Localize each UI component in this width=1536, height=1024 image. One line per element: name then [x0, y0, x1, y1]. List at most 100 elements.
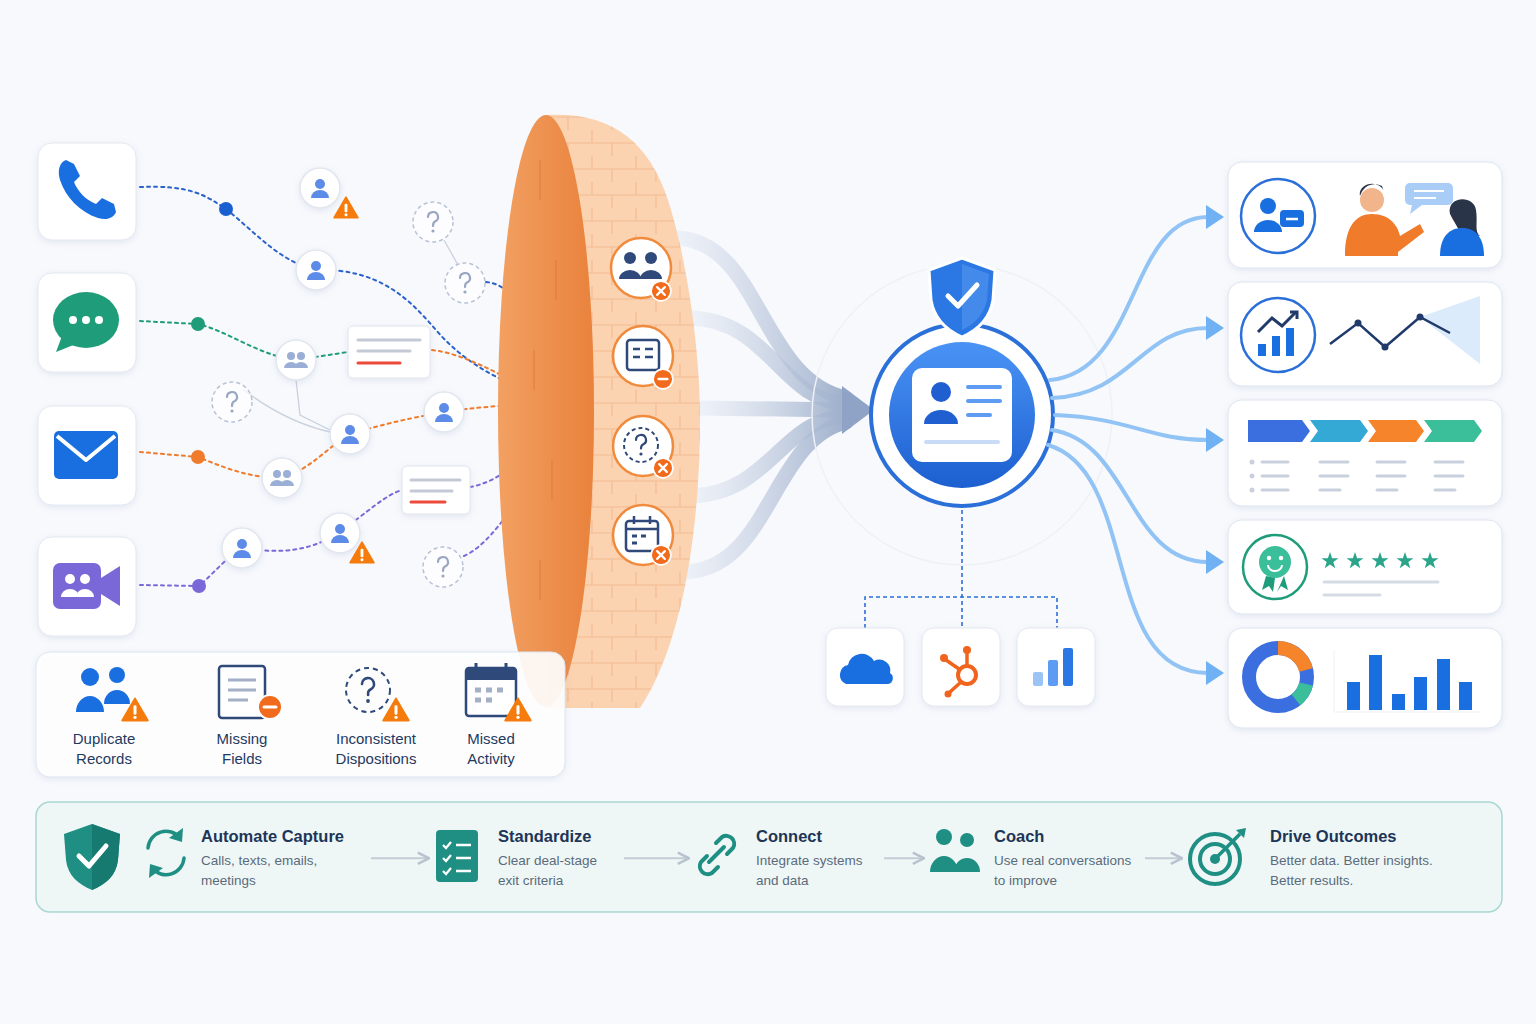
satisfaction-card-art-part	[1259, 546, 1291, 578]
data-wall-part	[498, 115, 594, 707]
issues-panel-part	[475, 690, 503, 700]
satisfaction-card-art-part	[1268, 565, 1282, 571]
issues-panel-part	[109, 667, 125, 683]
trail-markers-part	[296, 250, 336, 290]
issue-label: Missed Activity	[446, 729, 536, 768]
trail-markers-part	[411, 501, 445, 504]
integration-tiles-part	[840, 654, 893, 684]
issue-label: Missing Fields	[202, 729, 282, 768]
wall-badges-part	[639, 452, 642, 455]
email-icon	[54, 431, 118, 479]
clean-record-hub-part	[929, 258, 995, 337]
clean-record-hub-part	[931, 382, 951, 402]
outcome-arrowheads	[1206, 205, 1224, 685]
clean-record-hub-part	[912, 368, 1012, 462]
outcome-arrowheads-part	[1206, 205, 1224, 229]
chat-icon	[53, 292, 119, 352]
satisfaction-card-art-part	[1322, 552, 1339, 568]
coaching-card-art-part	[1286, 218, 1298, 221]
issues-panel-part	[346, 668, 390, 712]
wall-badges-part	[619, 270, 662, 279]
forecast-card-art-part	[1290, 312, 1297, 319]
outcome-flows	[1048, 217, 1208, 673]
issues-panel-part	[362, 678, 374, 695]
phone-icon-part	[59, 160, 116, 219]
wall-badges-part	[653, 458, 673, 478]
outcome-cards-part	[1228, 628, 1502, 728]
channel-tiles	[38, 143, 136, 636]
issues-panel-part	[228, 680, 256, 700]
pipeline-card-art-part-part	[1320, 461, 1348, 464]
clean-record-hub-part	[889, 342, 1035, 488]
trail-links	[191, 202, 458, 593]
forecast-card-art-part	[1258, 344, 1266, 356]
issues-panel-part	[505, 698, 531, 720]
outcome-cards-part	[1228, 282, 1502, 386]
wall-badges-part	[636, 435, 646, 449]
step-title: Drive Outcomes	[1270, 826, 1445, 847]
data-wall-part	[534, 160, 556, 600]
outcome-flows-part	[1055, 415, 1208, 440]
integration-tiles-part	[945, 691, 952, 698]
step-arrow	[371, 857, 429, 859]
step-icons-part	[1190, 834, 1240, 884]
analytics-card-art-part	[1334, 650, 1480, 712]
pipeline-card-art-part	[1248, 420, 1310, 442]
pipeline-card-art-part	[1250, 460, 1464, 493]
pipeline-card-art-part	[1368, 420, 1424, 442]
satisfaction-card-art-part	[1262, 576, 1288, 592]
process-band	[36, 802, 1502, 912]
data-wall	[498, 115, 700, 708]
integration-links	[865, 510, 1057, 628]
step-icons-part	[456, 845, 471, 871]
integration-tiles	[826, 628, 1095, 706]
step-description: Better data. Better insights. Better res…	[1270, 851, 1445, 890]
wall-badges-part	[632, 536, 646, 543]
chat-icon-part	[56, 336, 76, 352]
step-icons-part	[700, 836, 734, 874]
wall-badges-part	[645, 252, 657, 264]
step-description: Use real conversations to improve	[994, 851, 1139, 890]
pipeline-card-art-part-part	[1435, 475, 1463, 478]
satisfaction-card-art-part	[1422, 552, 1439, 568]
coaching-card-art-part	[1241, 179, 1315, 253]
trail-markers-part	[348, 326, 430, 378]
wall-badges-part	[651, 281, 671, 301]
email-icon-part	[57, 436, 115, 460]
forecast-card-art-part	[1272, 336, 1280, 356]
phone-icon	[59, 160, 116, 219]
outcome-arrowheads-part	[1206, 661, 1224, 685]
filter-flows-part	[680, 422, 846, 572]
trail-markers-part	[212, 382, 252, 422]
step-description: Calls, texts, emails, meetings	[201, 851, 365, 890]
step-title: Standardize	[498, 826, 618, 847]
chat-icon-part	[69, 316, 77, 324]
trail-markers-part	[330, 414, 370, 454]
analytics-card-art-part-part	[1459, 682, 1472, 710]
forecast-card-art	[1241, 296, 1480, 372]
trail-markers-part	[445, 263, 485, 303]
forecast-card-art-part	[1258, 312, 1296, 332]
step-icons-part	[1236, 828, 1246, 838]
step-description: Clear deal-stage exit criteria	[498, 851, 618, 890]
forecast-card-art-part	[1241, 298, 1315, 372]
data-trails-part	[140, 321, 348, 360]
video-icon	[53, 563, 120, 609]
wall-badges-part	[627, 340, 659, 370]
video-icon-part	[61, 589, 94, 597]
issues-panel-part	[476, 663, 506, 672]
process-step: Automate CaptureCalls, texts, emails, me…	[140, 826, 365, 891]
outcome-arrowheads-part	[1206, 550, 1224, 574]
trail-markers-part	[222, 528, 262, 568]
integration-tiles-part	[922, 628, 1000, 706]
wall-badges-part	[651, 545, 671, 565]
trail-links-part	[296, 380, 330, 430]
issues-panel-part	[258, 695, 282, 719]
trail-markers-part	[423, 547, 463, 587]
outcome-cards	[1228, 162, 1502, 728]
satisfaction-card-art-part	[1347, 552, 1364, 568]
analytics-card-art-part	[1296, 684, 1306, 700]
analytics-card-art-part	[1249, 648, 1307, 706]
issues-panel-part	[383, 698, 409, 720]
analytics-card-art-part-part	[1392, 694, 1405, 710]
